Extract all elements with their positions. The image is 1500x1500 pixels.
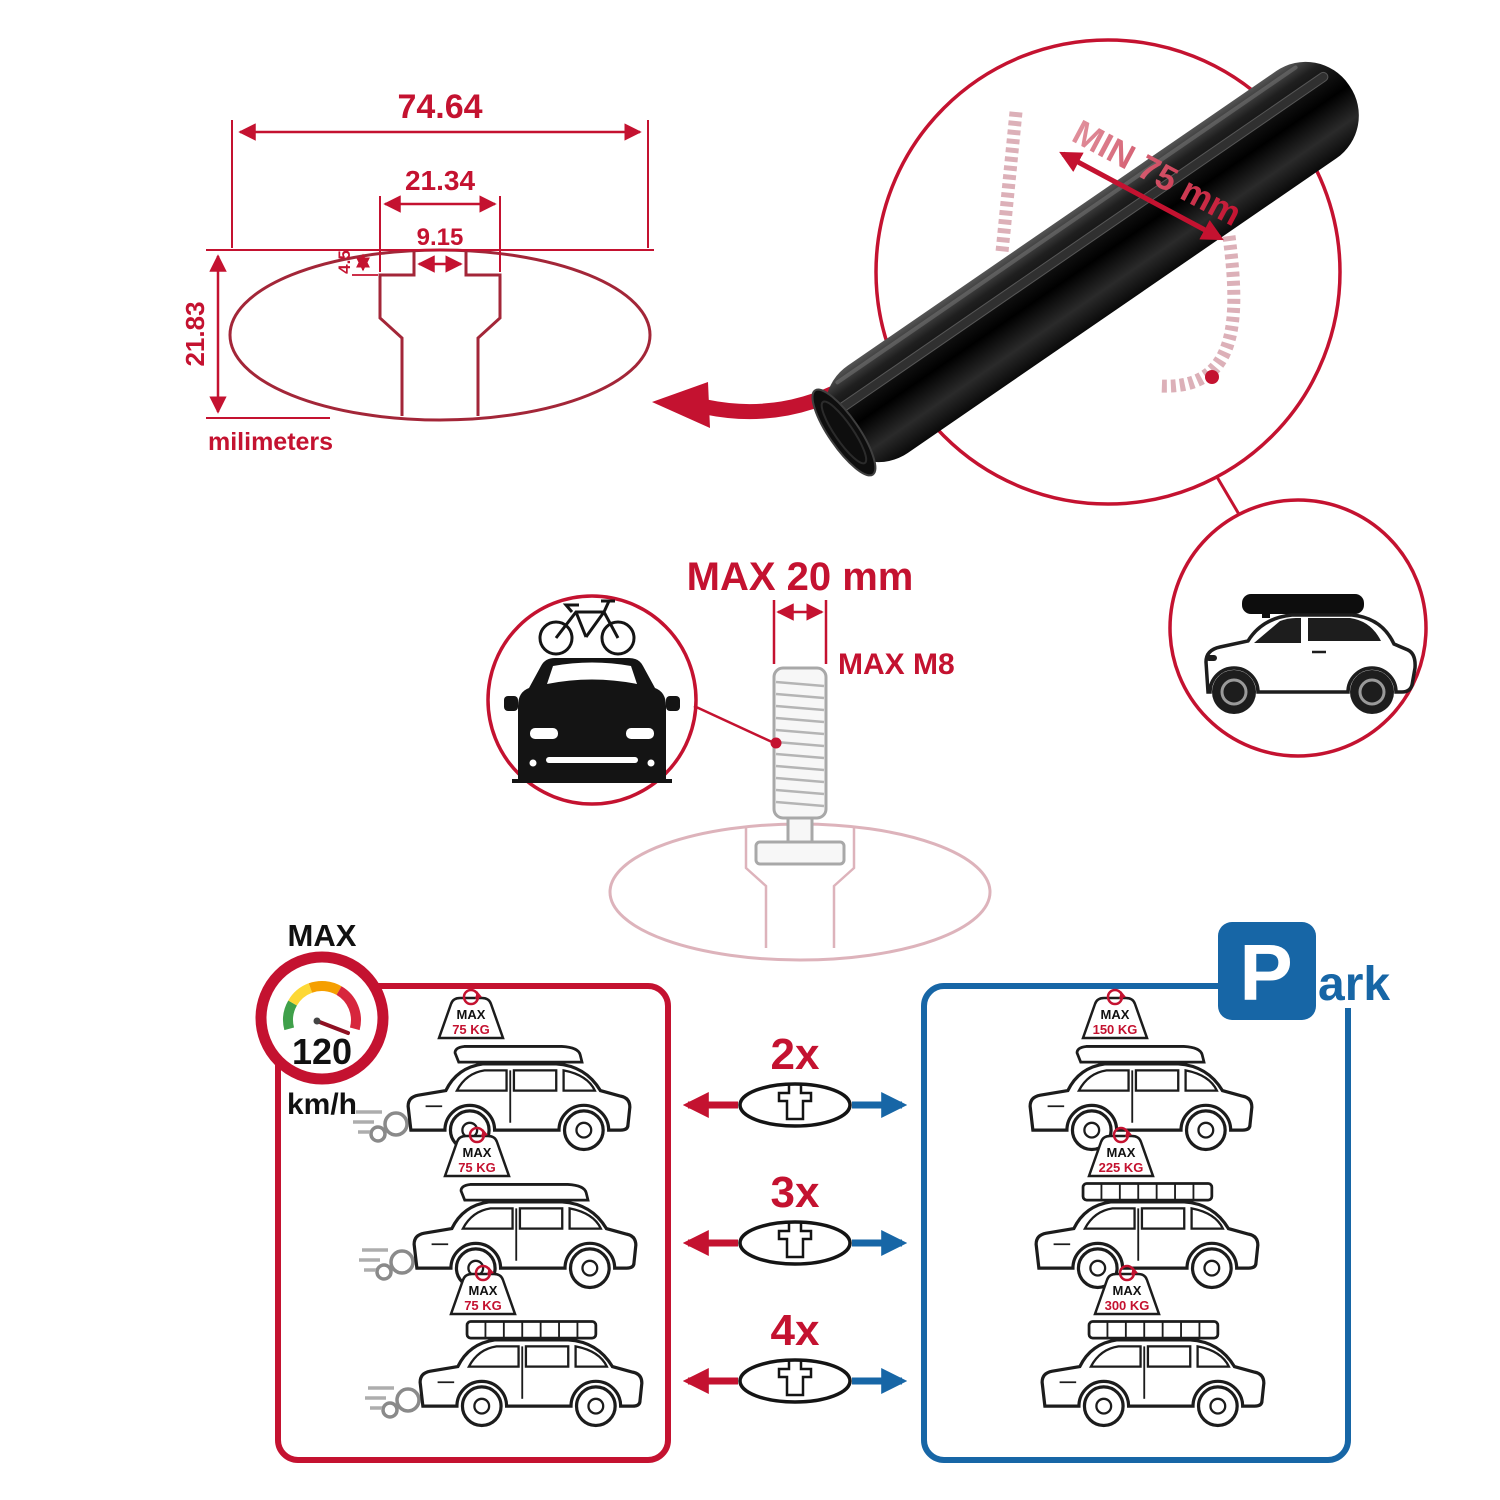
load-limit-tag: MAX 300 KG — [1093, 1264, 1161, 1316]
load-limit-tag: MAX 225 KG — [1087, 1126, 1155, 1178]
gauge-needle — [315, 1019, 350, 1035]
load-limit-tag: MAX 75 KG — [449, 1264, 517, 1316]
multiplier-label: 2x — [771, 1030, 820, 1079]
tag-title: MAX — [457, 1007, 486, 1022]
gauge-ring — [255, 951, 389, 1085]
sign-suffix-bg — [1314, 958, 1408, 1008]
tbolt-icon — [754, 666, 846, 866]
multiplier-label: 3x — [771, 1168, 820, 1217]
gauge-arc-red — [336, 986, 361, 1031]
bolt-max-length-label: MAX 20 mm — [687, 555, 914, 599]
suv-roofbox-inset — [1168, 476, 1428, 758]
load-limit-tag: MAX 75 KG — [437, 988, 505, 1040]
roof-basket — [1087, 1320, 1220, 1340]
pointer-arrowhead — [652, 382, 710, 428]
tag-title: MAX — [463, 1145, 492, 1160]
gauge-arc-orange — [308, 981, 342, 996]
multiplier-row-2x: 2x — [682, 1030, 908, 1128]
bolt-max-thread-label: MAX M8 — [838, 648, 955, 681]
rail-strap-left — [995, 111, 1023, 253]
roof-cargo-box — [1075, 1045, 1206, 1064]
roof-cargo-box — [459, 1183, 590, 1202]
speed-unit: km/h — [287, 1088, 357, 1121]
driving-cars: MAX 75 KG MAX 75 KG MAX 75 KG — [352, 988, 644, 1428]
tbolt-diagram: MAX 20 mm MAX M8 — [608, 555, 992, 962]
bar-cross-section-icon — [738, 1082, 852, 1128]
profile-dimension-diagram: 74.64 21.34 9.15 4.5 21.83 milimeters — [180, 88, 654, 456]
car-front-icon — [504, 658, 680, 783]
load-limit-tag: MAX 75 KG — [443, 1126, 511, 1178]
car-with-bike-inset — [486, 594, 698, 806]
gauge-arc-green — [283, 1000, 298, 1031]
inset-connector-line — [1215, 476, 1242, 517]
tag-value: 225 KG — [1099, 1160, 1144, 1175]
dim-total-width-value: 74.64 — [397, 88, 482, 126]
bolt-pointer-line — [693, 704, 773, 744]
speed-value: 120 — [292, 1031, 352, 1072]
multiplier-label: 4x — [771, 1306, 820, 1355]
dim-lip-depth-value: 4.5 — [335, 250, 354, 274]
multiplier-row-4x: 4x — [682, 1306, 908, 1404]
gauge-hub — [313, 1017, 321, 1025]
tag-value: 75 KG — [464, 1298, 502, 1313]
tag-value: 75 KG — [452, 1022, 490, 1037]
sign-letter-p: P — [1239, 928, 1292, 1017]
dim-channel-width-value: 21.34 — [405, 165, 475, 196]
bar-cross-section-icon — [738, 1358, 852, 1404]
parking-cars: MAX 150 KG MAX 225 KG MAX 300 KG — [1028, 988, 1266, 1428]
bolt-pointer-dot — [770, 737, 782, 749]
dim-total-height-value: 21.83 — [180, 301, 210, 366]
sign-suffix: ark — [1318, 958, 1390, 1011]
suv-with-roofbox-icon — [1204, 594, 1417, 714]
bar-profile-slot — [378, 250, 502, 416]
roof-cargo-box — [453, 1045, 584, 1064]
bolt-threads — [775, 680, 825, 808]
tag-title: MAX — [1113, 1283, 1142, 1298]
bar-profile-outline — [228, 248, 652, 422]
gauge-arc-yellow — [288, 983, 313, 1006]
dim-units-label: milimeters — [208, 428, 333, 456]
rail-strap-right — [1159, 235, 1241, 393]
parking-sign: P ark — [1218, 922, 1408, 1020]
tag-title: MAX — [469, 1283, 498, 1298]
dim-slot-width-value: 9.15 — [417, 224, 464, 251]
load-limit-tag: MAX 150 KG — [1081, 988, 1149, 1040]
tag-title: MAX — [1101, 1007, 1130, 1022]
crossbar-photo-inset: MIN 75 mm — [811, 38, 1359, 506]
min-span-arrow — [1059, 151, 1224, 241]
speed-max-label: MAX — [288, 918, 357, 953]
tag-value: 150 KG — [1093, 1022, 1138, 1037]
tag-title: MAX — [1107, 1145, 1136, 1160]
tag-value: 300 KG — [1105, 1298, 1150, 1313]
speed-limit-gauge: MAX 120 km/h — [255, 918, 389, 1121]
roof-basket — [465, 1320, 598, 1340]
tag-value: 75 KG — [458, 1160, 496, 1175]
bar-cross-section-icon — [738, 1220, 852, 1266]
clamp-point-dot — [1205, 370, 1219, 384]
bike-icon — [538, 599, 636, 656]
sign-square — [1218, 922, 1316, 1020]
multiplier-row-3x: 3x — [682, 1168, 908, 1266]
ghost-profile-slot — [744, 828, 856, 948]
roof-basket — [1081, 1182, 1214, 1202]
